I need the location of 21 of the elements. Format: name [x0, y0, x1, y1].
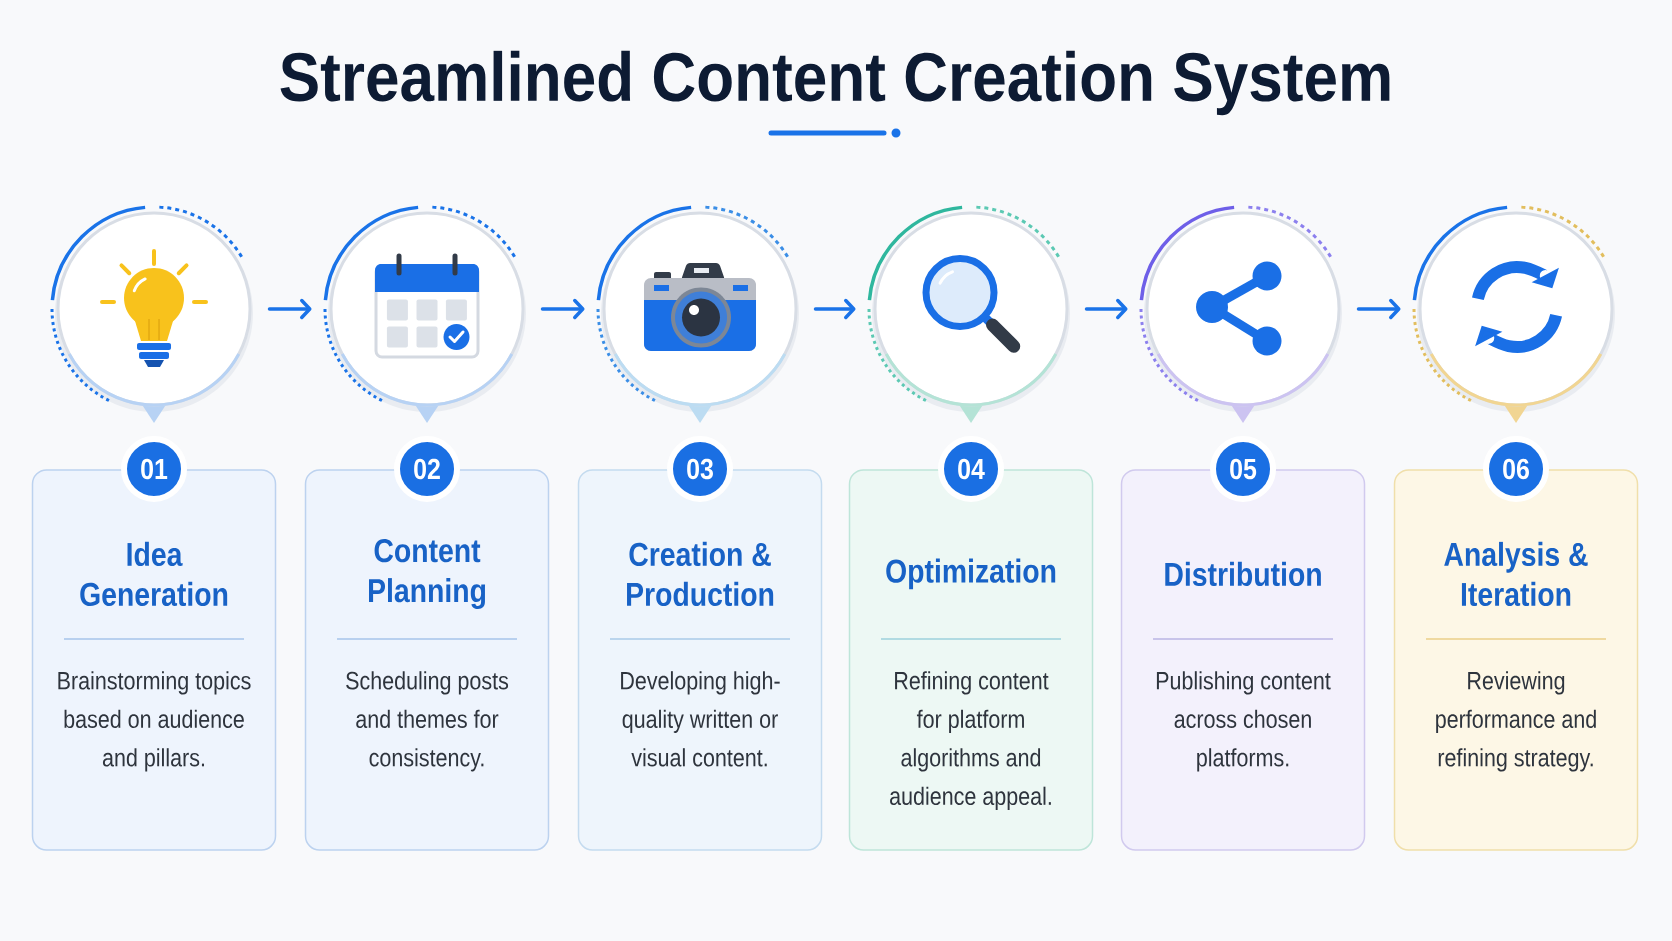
card-heading: Content Planning — [369, 538, 486, 609]
card-description: Developing high-quality written or visual content. — [621, 671, 780, 767]
icon-circle — [1412, 205, 1615, 423]
card-heading: Creation & Production — [627, 541, 774, 607]
card-description: Scheduling posts and themes for consistency. — [346, 671, 509, 772]
arrow — [1084, 298, 1128, 320]
arrow — [540, 298, 585, 320]
card-description: Brainstorming topics based on audience and pillars. — [58, 671, 251, 772]
card-description: Publishing content across chosen platforms. — [1156, 671, 1331, 772]
card-heading: Distribution — [1165, 561, 1321, 587]
card-description: Reviewing performance and refining strategy. — [1436, 671, 1596, 772]
card-heading: Analysis & Iteration — [1444, 541, 1588, 607]
arrow — [267, 298, 312, 320]
title: Streamlined Content Creation System — [280, 50, 1390, 116]
card-heading: Idea Generation — [80, 541, 228, 607]
arrow — [813, 298, 856, 320]
card-heading: Optimization — [886, 558, 1056, 590]
icon-circle — [1139, 205, 1342, 423]
card-description: Refining content for platform algorithms and audience appeal. — [890, 671, 1051, 810]
arrow — [1356, 298, 1401, 320]
icon-circle — [867, 205, 1070, 423]
